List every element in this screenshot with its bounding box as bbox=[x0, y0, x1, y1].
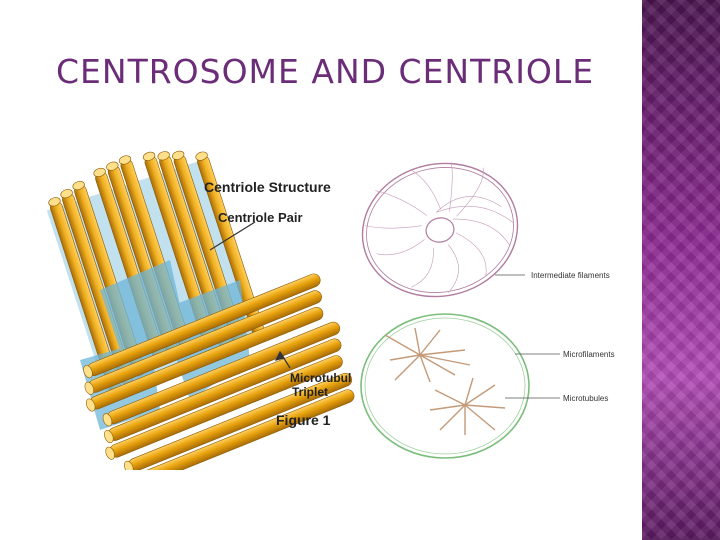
upper-aster bbox=[385, 328, 470, 382]
lower-aster bbox=[430, 378, 505, 435]
figure-caption: Figure 1 bbox=[276, 412, 331, 428]
microtubules-label: Microtubules bbox=[563, 394, 608, 403]
cell-with-microtubules-diagram bbox=[361, 314, 529, 458]
triplet-label-line2: Triplet bbox=[292, 385, 328, 399]
centriole-pair-label: Centriole Pair bbox=[218, 210, 303, 225]
intermediate-filaments-label: Intermediate filaments bbox=[531, 271, 610, 280]
intermediate-filaments-diagram bbox=[355, 150, 530, 311]
slide-title: CENTROSOME AND CENTRIOLE bbox=[56, 52, 594, 91]
microfilaments-label: Microfilaments bbox=[563, 350, 615, 359]
decorative-side-band bbox=[642, 0, 720, 540]
centriole-illustration: Centriole Structure Centriole Pair Micro… bbox=[40, 150, 360, 470]
cytoskeleton-illustration: Intermediate filaments Microfilaments Mi… bbox=[355, 150, 640, 470]
centriole-structure-heading: Centriole Structure bbox=[204, 179, 331, 195]
microtubule-label-line1: Microtubul bbox=[290, 371, 351, 385]
